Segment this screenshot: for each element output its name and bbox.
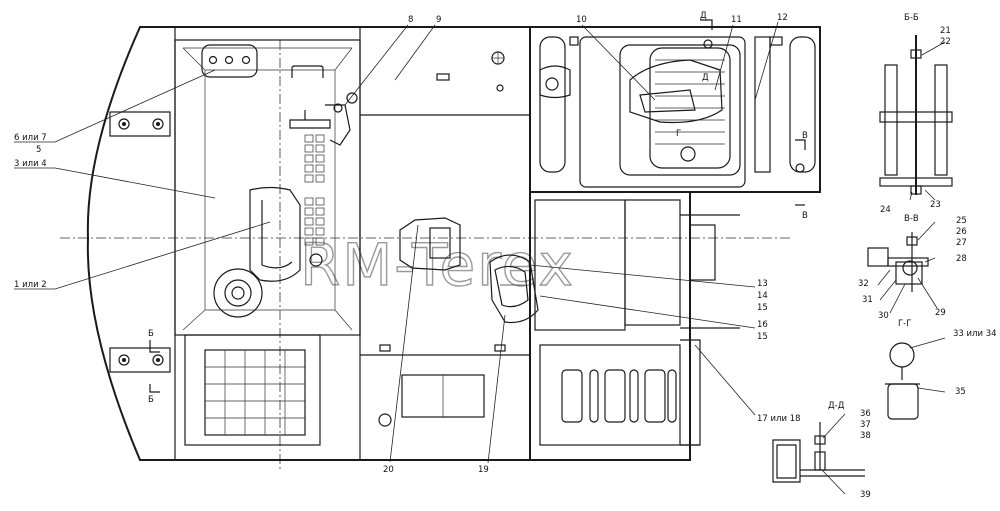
lower-right-compartment	[529, 191, 740, 461]
left-compartment	[174, 39, 361, 336]
mark-v-right: В	[802, 131, 808, 141]
section-markers	[149, 19, 806, 393]
filter-assembly	[489, 254, 539, 324]
label-28: 28	[956, 254, 967, 264]
section-bb	[879, 35, 953, 195]
title-section-gg: Г-Г	[898, 319, 911, 329]
label-30: 30	[878, 311, 889, 321]
label-3-4: 3 или 4	[14, 159, 47, 169]
label-26: 26	[956, 227, 967, 237]
label-17-18: 17 или 18	[757, 414, 801, 424]
label-20: 20	[383, 465, 394, 475]
label-10: 10	[576, 15, 587, 25]
label-27: 27	[956, 238, 967, 248]
label-35: 35	[955, 387, 966, 397]
label-11: 11	[731, 15, 742, 25]
label-32: 32	[858, 279, 869, 289]
label-29: 29	[935, 308, 946, 318]
label-6-7: 6 или 7	[14, 133, 47, 143]
label-15b: 15	[757, 332, 768, 342]
mounting-plate-top	[109, 111, 171, 137]
label-16: 16	[757, 320, 768, 330]
label-14: 14	[757, 291, 768, 301]
mark-b-bottom: Б	[148, 395, 154, 405]
radiator-grille	[184, 334, 321, 446]
label-36: 36	[860, 409, 871, 419]
upper-right-tank	[529, 26, 821, 193]
label-9: 9	[436, 15, 441, 25]
grille-column	[304, 134, 325, 246]
label-21: 21	[940, 26, 951, 36]
label-25: 25	[956, 216, 967, 226]
label-1-2: 1 или 2	[14, 280, 47, 290]
label-5: 5	[36, 145, 41, 155]
label-12: 12	[777, 13, 788, 23]
mark-g-inner: Г	[676, 129, 681, 139]
label-13: 13	[757, 279, 768, 289]
mark-v-lower: В	[802, 211, 808, 221]
label-23: 23	[930, 200, 941, 210]
section-vv	[867, 232, 929, 292]
title-section-bb: Б-Б	[904, 13, 919, 23]
leader-lines	[14, 21, 946, 495]
watermark-text: RM-Terex	[300, 231, 575, 299]
label-39: 39	[860, 490, 871, 500]
section-gg	[885, 342, 920, 420]
mark-d-top: Д	[700, 11, 707, 21]
label-33-34: 33 или 34	[953, 329, 997, 339]
label-38: 38	[860, 431, 871, 441]
label-19: 19	[478, 465, 489, 475]
mark-d-inner: Д	[702, 73, 709, 83]
section-dd	[772, 422, 865, 483]
label-31: 31	[862, 295, 873, 305]
title-section-dd: Д-Д	[828, 401, 845, 411]
mark-b-top: Б	[148, 329, 154, 339]
middle-compartment	[360, 51, 530, 427]
label-22: 22	[940, 37, 951, 47]
label-15a: 15	[757, 303, 768, 313]
mounting-plate-bottom	[109, 347, 171, 373]
label-8: 8	[408, 15, 413, 25]
label-37: 37	[860, 420, 871, 430]
title-section-vv: В-В	[904, 214, 919, 224]
label-24: 24	[880, 205, 891, 215]
